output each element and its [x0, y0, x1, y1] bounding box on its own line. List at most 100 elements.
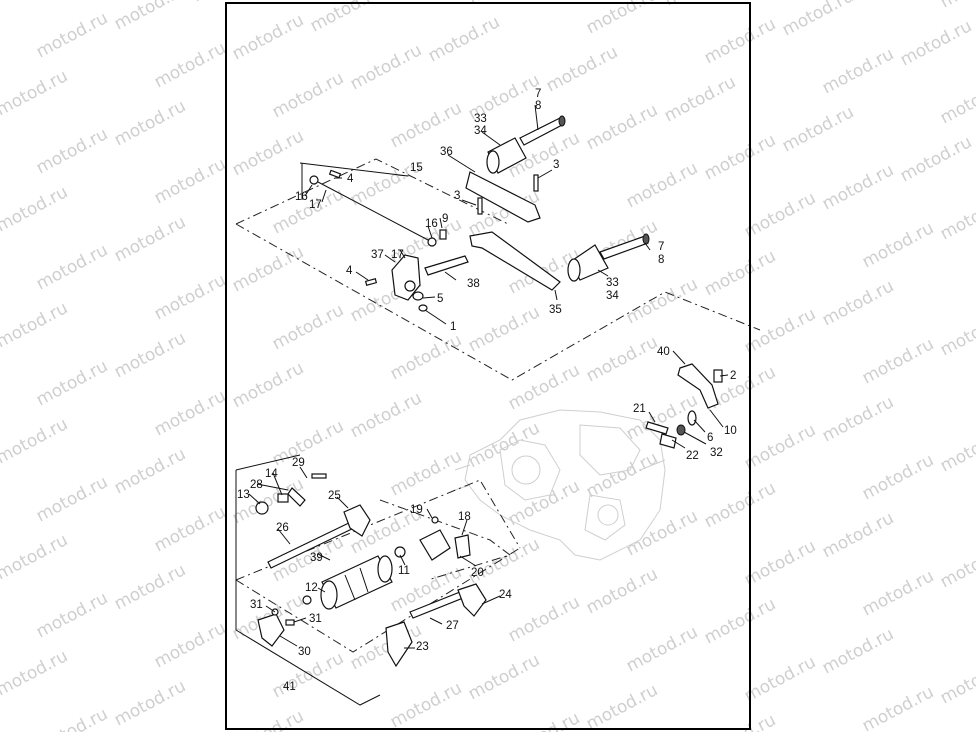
callout-3-left: 3 [454, 190, 460, 202]
watermark-text: motod.ru [387, 678, 465, 732]
watermark-text: motod.ru [741, 188, 819, 242]
callout-27: 27 [446, 620, 459, 632]
watermark-text: motod.ru [0, 298, 71, 352]
watermark-text: motod.ru [33, 8, 111, 62]
callout-40: 40 [657, 346, 670, 358]
watermark-text: motod.ru [937, 306, 976, 360]
watermark-text: motod.ru [229, 10, 307, 64]
watermark-text: motod.ru [661, 0, 739, 10]
watermark-text: motod.ru [819, 508, 897, 562]
watermark-text: motod.ru [269, 68, 347, 122]
watermark-text: motod.ru [151, 618, 229, 672]
watermark-text: motod.ru [269, 416, 347, 470]
watermark-text: motod.ru [387, 330, 465, 384]
callout-7-top: 7 [535, 88, 541, 100]
callout-11: 11 [398, 565, 410, 577]
shift-fork-23 [385, 621, 413, 668]
watermark-text: motod.ru [0, 0, 71, 4]
watermark-text: motod.ru [819, 624, 897, 678]
watermark-text: motod.ru [701, 478, 779, 532]
callout-1: 1 [450, 321, 456, 333]
watermark-text: motod.ru [229, 358, 307, 412]
watermark-text: motod.ru [151, 502, 229, 556]
group-boundaries [235, 158, 761, 706]
watermark-text: motod.ru [779, 102, 857, 156]
callout-30: 30 [298, 646, 311, 658]
callout-39: 39 [310, 552, 323, 564]
callout-14: 14 [265, 468, 278, 480]
watermark-text: motod.ru [465, 302, 543, 356]
shift-parts [255, 115, 723, 668]
pivot-lever [677, 363, 719, 409]
watermark-text: motod.ru [505, 476, 583, 530]
callout-labels: 7 8 33 34 36 3 3 15 4 16 17 9 16 37 17 4… [237, 88, 737, 693]
callout-31-right: 31 [309, 613, 322, 625]
callout-21: 21 [633, 403, 646, 415]
watermark-text: motod.ru [937, 190, 976, 244]
watermark-text: motod.ru [741, 536, 819, 590]
callout-5: 5 [437, 293, 443, 305]
callout-22: 22 [686, 450, 699, 462]
watermark-text: motod.ru [269, 300, 347, 354]
watermark-text: motod.ru [347, 40, 425, 94]
callout-31-top: 31 [250, 599, 263, 611]
watermark-text: motod.ru [741, 304, 819, 358]
watermark-text: motod.ru [465, 534, 543, 588]
callout-32: 32 [710, 447, 723, 459]
watermark-text: motod.ru [859, 334, 937, 388]
callout-3-right: 3 [553, 159, 559, 171]
callout-41: 41 [283, 681, 296, 693]
watermark-text: motod.ru [937, 654, 976, 708]
watermark-text: motod.ru [937, 74, 976, 128]
watermark-text: motod.ru [859, 682, 937, 732]
watermark-text: motod.ru [661, 72, 739, 126]
watermark-text: motod.ru [859, 218, 937, 272]
watermark-text: motod.ru [33, 704, 111, 732]
shift-fork-30 [257, 613, 285, 647]
watermark-text: motod.ru [151, 386, 229, 440]
watermark-text: motod.ru [111, 212, 189, 266]
callout-25: 25 [328, 490, 341, 502]
watermark-text: motod.ru [465, 418, 543, 472]
watermark-text: motod.ru [701, 130, 779, 184]
watermark-text: motod.ru [819, 160, 897, 214]
watermark-text: motod.ru [111, 96, 189, 150]
callout-10: 10 [724, 425, 737, 437]
callout-34-top: 34 [474, 125, 487, 137]
watermark-text: motod.ru [33, 588, 111, 642]
watermark-text: motod.ru [465, 650, 543, 704]
callout-24: 24 [499, 589, 512, 601]
callout-2: 2 [730, 370, 736, 382]
shift-fork-24 [457, 583, 487, 617]
watermark-text: motod.ru [859, 450, 937, 504]
watermark-text: motod.ru [819, 44, 897, 98]
watermark-text: motod.ru [937, 0, 976, 12]
watermark-text: motod.ru [151, 38, 229, 92]
callout-17-top: 17 [309, 199, 322, 211]
watermark-text: motod.ru [583, 332, 661, 386]
callout-13: 13 [237, 489, 250, 501]
watermark-text: motod.ru [583, 0, 661, 38]
callout-20: 20 [471, 567, 484, 579]
detent-arm [419, 529, 451, 561]
callout-15: 15 [410, 162, 423, 174]
watermark-text: motod.ru [387, 98, 465, 152]
watermark-text: motod.ru [33, 124, 111, 178]
watermark-text: motod.ru [307, 0, 385, 36]
watermark-text: motod.ru [701, 594, 779, 648]
callout-8-bottom: 8 [658, 254, 664, 266]
shift-fork-25 [343, 504, 371, 537]
watermark-text: motod.ru [897, 16, 975, 70]
watermark-text: motod.ru [741, 652, 819, 706]
watermark-text: motod.ru [819, 276, 897, 330]
watermark-text: motod.ru [583, 448, 661, 502]
engine-case-outline [454, 409, 666, 561]
callout-23: 23 [416, 641, 429, 653]
watermark-text: motod.ru [111, 444, 189, 498]
watermark-text: motod.ru [505, 360, 583, 414]
watermark-text: motod.ru [33, 472, 111, 526]
callout-16-top: 16 [295, 191, 308, 203]
watermark-text: motod.ru [33, 240, 111, 294]
watermark-text: motod.ru [229, 126, 307, 180]
callout-33-bottom: 33 [606, 277, 619, 289]
